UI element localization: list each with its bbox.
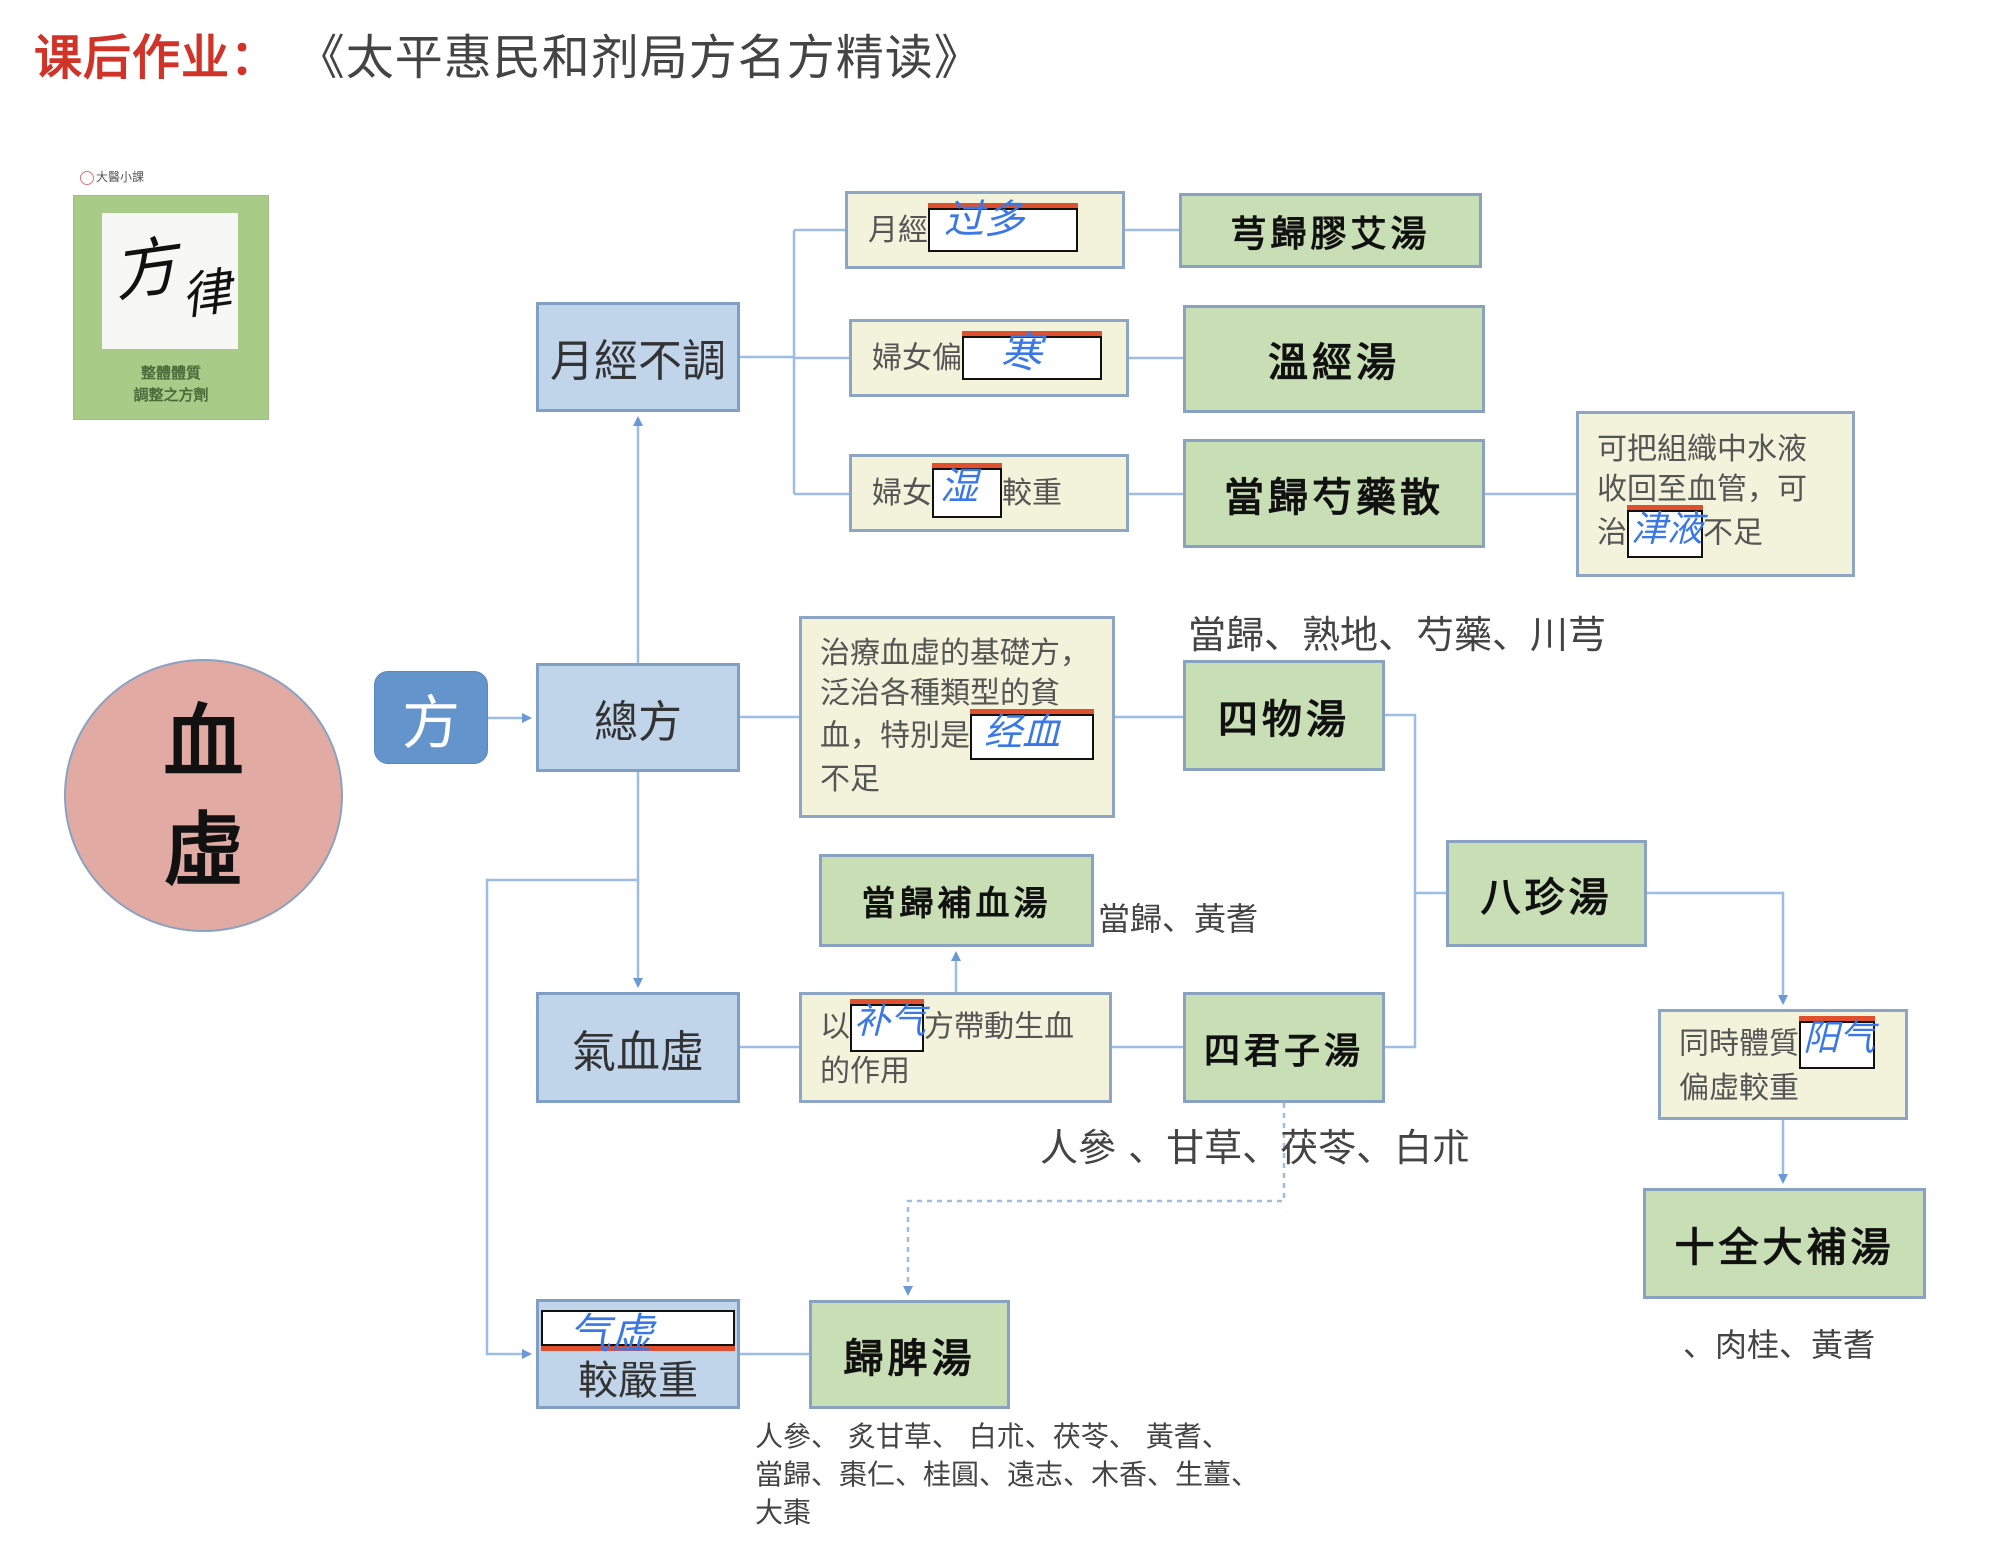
fill-blank: 湿: [932, 464, 1002, 518]
logo-caption: 大醫小課: [80, 168, 144, 185]
page-title: 课后作业： 《太平惠民和剂局方名方精读》: [34, 18, 983, 88]
ingredients-shi-quan-da-bu: 、肉桂、黃耆: [1683, 1326, 1876, 1364]
logo-calligraphy-panel: 方律: [102, 213, 238, 349]
title-highlight: 课后作业: [34, 30, 231, 86]
formula-ba-zhen[interactable]: 八珍湯: [1446, 840, 1647, 947]
formula-dang-gui-shao-yao[interactable]: 當歸芍藥散: [1183, 439, 1485, 548]
handwritten-answer: 寒: [1000, 328, 1043, 377]
logo-calligraphy: 方律: [108, 229, 235, 327]
condition-cold: 婦女偏 寒: [849, 319, 1129, 397]
title-book: 《太平惠民和剂局方名方精读》: [296, 30, 983, 86]
formula-xiong-gui-jiao-ai[interactable]: 芎歸膠艾湯: [1179, 193, 1482, 268]
handwritten-answer: 过多: [944, 197, 1024, 243]
category-qi-deficiency-severe[interactable]: 气虚 較嚴重: [536, 1299, 740, 1409]
ingredients-si-wu: 當歸、熟地、芍藥、川芎: [1188, 613, 1607, 657]
handwritten-answer: 湿: [940, 464, 979, 508]
condition-heavy-period: 月經 过多: [845, 191, 1125, 269]
edge-sijunzi-guipi-dotted: [903, 1103, 1286, 1296]
category-irregular-menstruation[interactable]: 月經不調: [536, 302, 740, 412]
handwritten-answer: 气虚: [569, 1309, 654, 1358]
note-constitution: 同時體質阳气 偏虛較重: [1658, 1009, 1908, 1120]
formula-si-jun-zi[interactable]: 四君子湯: [1183, 992, 1385, 1103]
formula-shi-quan-da-bu[interactable]: 十全大補湯: [1643, 1188, 1926, 1299]
formula-dang-gui-bu-xue[interactable]: 當歸補血湯: [819, 854, 1094, 947]
fill-blank: 补气: [850, 1000, 927, 1052]
handwritten-answer: 补气: [854, 1000, 927, 1042]
edge-bazhen-constitution: [1647, 891, 1788, 1005]
condition-damp: 婦女 湿 較重: [849, 454, 1129, 532]
formula-si-wu[interactable]: 四物湯: [1183, 660, 1385, 771]
seal-icon: [80, 170, 94, 185]
category-suffix: 較嚴重: [578, 1358, 698, 1404]
logo-card: 方律 整體體質 調整之方劑: [73, 195, 269, 420]
title-separator: ：: [230, 30, 280, 86]
fill-blank: 寒: [962, 328, 1102, 380]
edge-general-qisevere: [485, 878, 638, 1359]
formula-wen-jing[interactable]: 溫經湯: [1183, 305, 1485, 413]
ingredients-gui-pi: 人參、 炙甘草、 白朮、茯苓、 黃耆、 當歸、棗仁、桂圓、遠志、木香、生薑、 大…: [755, 1420, 1260, 1529]
category-general-formula[interactable]: 總方: [536, 663, 740, 772]
fill-blank: 津液: [1627, 510, 1703, 558]
note-basic-formula: 治療血虛的基礎方， 泛治各種類型的貧 血，特別是经血 不足: [799, 616, 1115, 818]
handwritten-answer: 阳气: [1803, 1017, 1876, 1059]
note-tonify-qi: 以补气方帶動生血 的作用: [799, 992, 1112, 1103]
fang-node[interactable]: 方: [374, 671, 488, 764]
formula-gui-pi[interactable]: 歸脾湯: [809, 1300, 1010, 1409]
fill-blank: 气虚: [541, 1309, 735, 1358]
handwritten-answer: 津液: [1631, 509, 1704, 550]
category-qi-blood-deficiency[interactable]: 氣血虛: [536, 992, 740, 1103]
fill-blank: 经血: [970, 710, 1094, 760]
handwritten-answer: 经血: [984, 710, 1061, 754]
ingredients-dang-gui-bu-xue: 當歸、黃耆: [1098, 900, 1259, 938]
logo-subtitle: 整體體質 調整之方劑: [133, 364, 209, 404]
ingredients-si-jun-zi: 人參 、甘草、茯苓、白朮: [1040, 1126, 1471, 1170]
fill-blank: 阳气: [1799, 1017, 1876, 1069]
root-node-blood-deficiency: 血 虛: [64, 659, 343, 932]
note-fluid-recovery: 可把組織中水液 收回至血管，可 治津液不足: [1576, 411, 1855, 577]
fill-blank: 过多: [928, 200, 1078, 252]
